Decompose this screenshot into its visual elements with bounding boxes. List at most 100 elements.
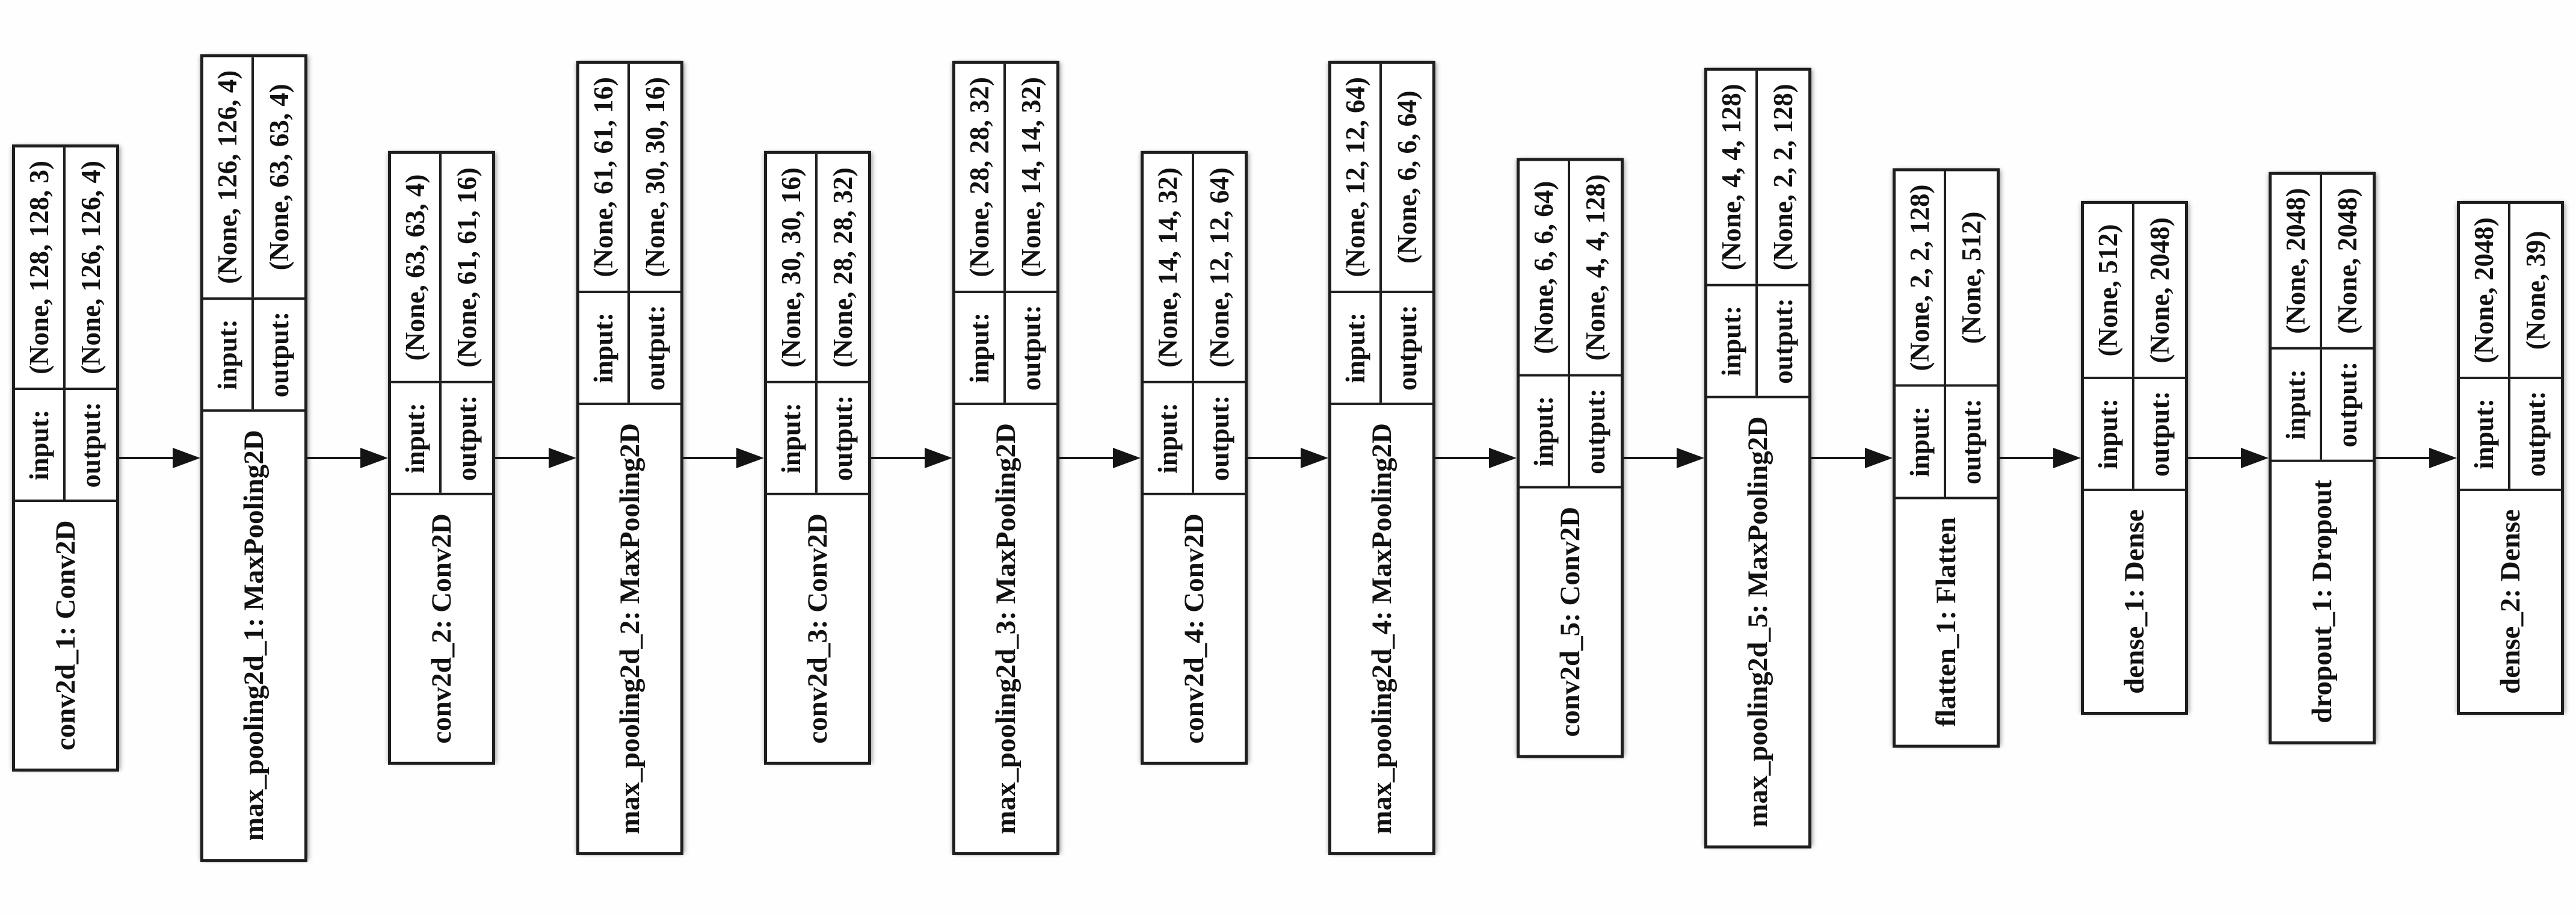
arrowhead-icon: [2429, 448, 2457, 468]
arrow-shaft: [2000, 457, 2053, 459]
arrow-shaft: [1811, 457, 1866, 459]
layer-name: conv2d_3: Conv2D: [767, 493, 869, 762]
io-labels-column: input: output:: [1519, 376, 1621, 486]
io-shapes-column: (None, 2048) (None, 2048): [2272, 175, 2373, 350]
input-shape: (None, 61, 61, 16): [579, 64, 630, 291]
layer-node-table: dense_1: Dense input: output: (None, 512…: [2080, 201, 2188, 715]
layer-node-table: conv2d_1: Conv2D input: output: (None, 1…: [12, 144, 119, 772]
input-label: input:: [15, 389, 66, 500]
input-label: input:: [767, 383, 818, 494]
io-labels-column: input: output:: [2083, 379, 2185, 489]
io-labels-column: input: output:: [2459, 379, 2561, 489]
layer-node-table: max_pooling2d_5: MaxPooling2D input: out…: [1704, 67, 1812, 849]
io-shapes-column: (None, 12, 12, 64) (None, 6, 6, 64): [1331, 64, 1433, 293]
output-label: output:: [76, 401, 106, 488]
layer-node: max_pooling2d_2: MaxPooling2D input: out…: [576, 0, 683, 916]
layer-node: conv2d_2: Conv2D input: output: (None, 6…: [388, 0, 496, 916]
output-shape: (None, 6, 6, 64): [1392, 90, 1423, 264]
layer-node: conv2d_4: Conv2D input: output: (None, 1…: [1140, 0, 1248, 916]
io-labels-column: input: output:: [767, 383, 868, 494]
flow-arrow: [2000, 445, 2081, 471]
io-shapes-column: (None, 128, 128, 3) (None, 126, 126, 4): [15, 147, 116, 390]
arrowhead-icon: [2053, 448, 2081, 468]
input-shape: (None, 14, 14, 32): [1143, 154, 1194, 381]
io-shapes-column: (None, 2, 2, 128) (None, 512): [1896, 171, 1997, 387]
input-shape: (None, 12, 12, 64): [1331, 64, 1382, 291]
arrowhead-icon: [1112, 448, 1141, 468]
output-shape: (None, 30, 30, 16): [639, 77, 670, 277]
layer-name: flatten_1: Flatten: [1896, 497, 1997, 745]
layer-name: dropout_1: Dropout: [2272, 459, 2373, 741]
input-label: input:: [579, 292, 630, 403]
output-shape: (None, 39): [2520, 231, 2551, 350]
arrowhead-icon: [1488, 448, 1517, 468]
output-shape: (None, 63, 63, 4): [263, 84, 294, 271]
input-label: input:: [2459, 379, 2510, 489]
io-labels-column: input: output:: [955, 292, 1056, 403]
arrow-shaft: [119, 457, 173, 459]
layer-node-table: conv2d_3: Conv2D input: output: (None, 3…: [764, 151, 872, 765]
output-shape: (None, 126, 126, 4): [76, 160, 106, 374]
output-shape: (None, 2, 2, 128): [1768, 84, 1799, 271]
arrowhead-icon: [925, 448, 953, 468]
io-shapes-column: (None, 30, 30, 16) (None, 28, 28, 32): [767, 154, 869, 383]
flow-arrow: [119, 445, 200, 471]
layer-node-table: max_pooling2d_2: MaxPooling2D input: out…: [576, 61, 683, 855]
output-label: output:: [2520, 391, 2551, 477]
arrow-shaft: [871, 457, 925, 459]
io-labels-column: input: output:: [1707, 286, 1808, 396]
output-label: output:: [263, 311, 294, 398]
input-shape: (None, 512): [2083, 204, 2134, 377]
arrow-shaft: [307, 457, 361, 459]
io-labels-column: input: output:: [579, 292, 680, 403]
layer-name: conv2d_4: Conv2D: [1143, 493, 1245, 762]
io-shapes-column: (None, 6, 6, 64) (None, 4, 4, 128): [1519, 161, 1621, 377]
output-label: output:: [1016, 305, 1047, 391]
flow-arrow: [1811, 445, 1893, 471]
layer-node: dense_1: Dense input: output: (None, 512…: [2080, 0, 2188, 916]
layer-node-table: max_pooling2d_3: MaxPooling2D input: out…: [952, 61, 1060, 855]
layer-node: flatten_1: Flatten input: output: (None,…: [1893, 0, 2000, 916]
layer-name: conv2d_5: Conv2D: [1519, 486, 1621, 755]
arrowhead-icon: [1301, 448, 1329, 468]
input-shape: (None, 2048): [2272, 175, 2323, 347]
input-label: input:: [2272, 349, 2323, 460]
input-shape: (None, 128, 128, 3): [15, 147, 66, 388]
input-label: input:: [1707, 286, 1758, 396]
io-shapes-column: (None, 4, 4, 128) (None, 2, 2, 128): [1707, 70, 1809, 286]
layer-node: conv2d_5: Conv2D input: output: (None, 6…: [1516, 0, 1624, 916]
flow-arrow: [495, 445, 576, 471]
input-label: input:: [1519, 376, 1570, 486]
flow-arrow: [871, 445, 953, 471]
layer-name: dense_2: Dense: [2459, 489, 2561, 712]
input-label: input:: [203, 299, 254, 410]
io-shapes-column: (None, 28, 28, 32) (None, 14, 14, 32): [955, 64, 1057, 293]
output-shape: (None, 28, 28, 32): [828, 167, 858, 368]
io-shapes-column: (None, 126, 126, 4) (None, 63, 63, 4): [203, 57, 304, 300]
layer-name: dense_1: Dense: [2083, 489, 2185, 712]
layer-node-table: flatten_1: Flatten input: output: (None,…: [1893, 168, 2000, 748]
output-shape: (None, 61, 61, 16): [452, 167, 482, 368]
output-label: output:: [1204, 395, 1234, 481]
layer-node: dense_2: Dense input: output: (None, 204…: [2456, 0, 2564, 916]
io-labels-column: input: output:: [1331, 292, 1432, 403]
layer-name: max_pooling2d_5: MaxPooling2D: [1707, 395, 1809, 846]
arrow-shaft: [1247, 457, 1301, 459]
output-shape: (None, 2048): [2332, 188, 2363, 334]
output-label: output:: [2332, 361, 2363, 448]
arrow-shaft: [1059, 457, 1113, 459]
arrow-shaft: [1623, 457, 1677, 459]
layer-name: conv2d_2: Conv2D: [391, 493, 493, 762]
arrowhead-icon: [2241, 448, 2269, 468]
output-label: output:: [1768, 298, 1799, 384]
output-shape: (None, 512): [1956, 211, 1987, 344]
flow-arrow: [1247, 445, 1329, 471]
layer-name: max_pooling2d_1: MaxPooling2D: [203, 409, 304, 859]
output-label: output:: [1956, 398, 1987, 485]
io-labels-column: input: output:: [1143, 383, 1245, 494]
io-shapes-column: (None, 512) (None, 2048): [2083, 204, 2185, 379]
flow-arrow: [683, 445, 765, 471]
arrow-shaft: [2376, 457, 2429, 459]
flow-arrow: [1435, 445, 1517, 471]
